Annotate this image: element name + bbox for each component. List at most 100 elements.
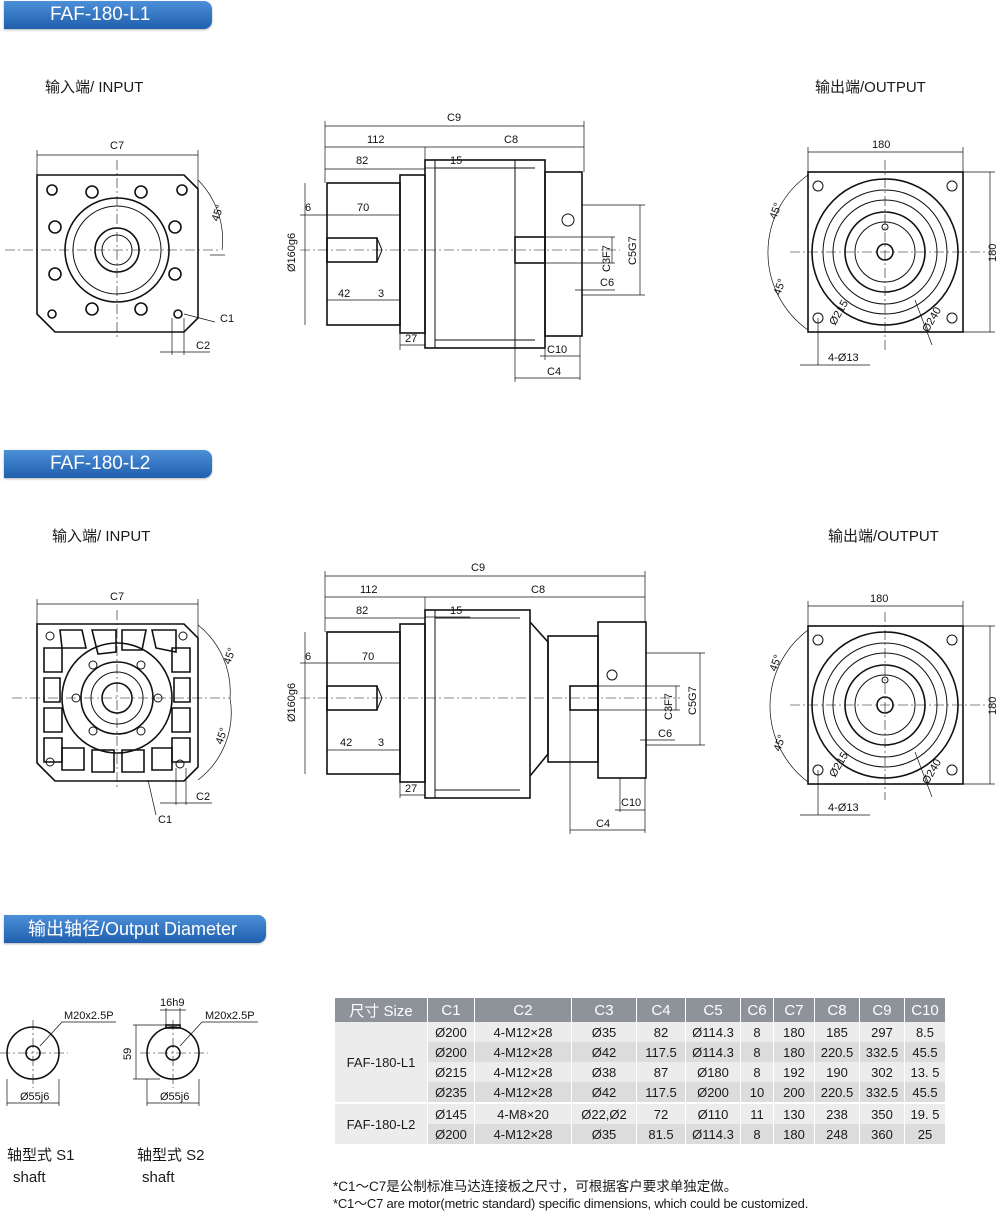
s1-diameter-label: Ø55j6 (20, 1091, 49, 1103)
header-size: 尺寸 Size (335, 998, 428, 1022)
l1-15-label: 15 (450, 155, 462, 167)
s2-diameter-label: Ø55j6 (160, 1091, 189, 1103)
cell: 82 (636, 1022, 686, 1042)
cell: 25 (904, 1124, 946, 1144)
s1-type-label: 轴型式 S1 (7, 1147, 75, 1164)
cell: Ø42 (571, 1042, 637, 1062)
l1-out-dia240: Ø240 (920, 305, 944, 334)
cell: 87 (636, 1062, 686, 1082)
cell: 360 (859, 1124, 905, 1144)
l2-angle-top: 45° (222, 646, 239, 666)
l2-112-label: 112 (360, 584, 378, 596)
cell: 220.5 (814, 1082, 860, 1103)
l2-c8-label: C8 (531, 584, 545, 596)
l1-out-angle-bottom: 45° (772, 277, 789, 297)
l1-out-angle-top: 45° (768, 201, 785, 221)
cell: 332.5 (859, 1042, 905, 1062)
l2-15-label: 15 (450, 605, 462, 617)
cell: 190 (814, 1062, 860, 1082)
l2-out-180-side: 180 (987, 697, 999, 715)
cell: Ø200 (427, 1042, 475, 1062)
table-row: Ø235 4-M12×28 Ø42 117.5 Ø200 10 200 220.… (335, 1082, 946, 1103)
l1-angle-label: 45° (210, 203, 227, 223)
cell: 10 (740, 1082, 774, 1103)
table-row: Ø215 4-M12×28 Ø38 87 Ø180 8 192 190 302 … (335, 1062, 946, 1082)
l1-6-label: 6 (305, 202, 311, 214)
table-row: Ø200 4-M12×28 Ø42 117.5 Ø114.3 8 180 220… (335, 1042, 946, 1062)
s2-key-width-label: 16h9 (160, 997, 184, 1009)
l1-c1-label: C1 (220, 313, 234, 325)
cell: 180 (773, 1022, 815, 1042)
cell: Ø42 (571, 1082, 637, 1103)
cell: 13. 5 (904, 1062, 946, 1082)
cell: Ø35 (571, 1124, 637, 1144)
header-c5: C5 (685, 998, 741, 1022)
s1-shaft-word: shaft (13, 1169, 46, 1186)
cell: 4-M12×28 (474, 1082, 572, 1103)
shaft-s1-drawing: M20x2.5P Ø55j6 (0, 1010, 116, 1106)
l1-c4-label: C4 (547, 366, 561, 378)
s1-thread-label: M20x2.5P (64, 1010, 114, 1022)
s2-shaft-word: shaft (142, 1169, 175, 1186)
table-row: Ø200 4-M12×28 Ø35 81.5 Ø114.3 8 180 248 … (335, 1124, 946, 1144)
cell: 8.5 (904, 1022, 946, 1042)
shaft-s2-drawing: 16h9 M20x2.5P 59 Ø55j6 (122, 997, 258, 1106)
header-c8: C8 (814, 998, 860, 1022)
l1-output-label: 输出端/OUTPUT (815, 79, 926, 96)
footnote-cn: *C1～C7是公制标准马达连接板之尺寸，可根据客户要求单独定做。 (333, 1179, 738, 1194)
l1-side-view: C9 112 C8 82 15 6 70 Ø160g6 42 3 27 C5G7… (286, 112, 645, 382)
cell: Ø200 (685, 1082, 741, 1103)
cell: 350 (859, 1103, 905, 1124)
l2-42-label: 42 (340, 737, 352, 749)
l1-70-label: 70 (357, 202, 369, 214)
l2-c2-label: C2 (196, 791, 210, 803)
l2-3-label: 3 (378, 737, 384, 749)
cell: 4-M8×20 (474, 1103, 572, 1124)
l2-6-label: 6 (305, 651, 311, 663)
l1-27-label: 27 (405, 333, 417, 345)
l2-side-view: C9 112 C8 82 15 6 70 Ø160g6 42 3 27 C5G7… (286, 562, 705, 834)
l2-out-180-top: 180 (870, 593, 888, 605)
cell: 192 (773, 1062, 815, 1082)
cell: 72 (636, 1103, 686, 1124)
cell: Ø22,Ø2 (571, 1103, 637, 1124)
l1-c2-label: C2 (196, 340, 210, 352)
l2-82-label: 82 (356, 605, 368, 617)
cell: 302 (859, 1062, 905, 1082)
header-c6: C6 (740, 998, 774, 1022)
l1-input-view: C7 45° C2 C1 (5, 140, 234, 355)
l2-c7-label: C7 (110, 591, 124, 603)
cell: 8 (740, 1022, 774, 1042)
output-diameter-banner: 输出轴径/Output Diameter (4, 915, 266, 943)
cell: 180 (773, 1042, 815, 1062)
l2-out-angle-bottom: 45° (772, 733, 789, 753)
cell: Ø35 (571, 1022, 637, 1042)
l2-output-view: 180 180 45° 45° Ø215 Ø240 4-Ø13 (768, 593, 999, 816)
l2-section-banner: FAF-180-L2 (4, 450, 212, 478)
cell: Ø180 (685, 1062, 741, 1082)
header-c7: C7 (773, 998, 815, 1022)
model-cell: FAF-180-L1 (335, 1022, 428, 1103)
s2-type-label: 轴型式 S2 (137, 1147, 205, 1164)
header-c3: C3 (571, 998, 637, 1022)
cell: 11 (740, 1103, 774, 1124)
header-c4: C4 (636, 998, 686, 1022)
cell: 117.5 (636, 1042, 686, 1062)
l2-c9-label: C9 (471, 562, 485, 574)
l2-c5-label: C5G7 (687, 686, 699, 715)
l1-42-label: 42 (338, 288, 350, 300)
l1-input-label: 输入端/ INPUT (45, 79, 144, 96)
cell: 130 (773, 1103, 815, 1124)
table-row: FAF-180-L1 Ø200 4-M12×28 Ø35 82 Ø114.3 8… (335, 1022, 946, 1103)
cell: Ø114.3 (685, 1022, 741, 1042)
l1-c8-label: C8 (504, 134, 518, 146)
l2-input-view: C7 45° 45° C2 C1 (12, 591, 239, 826)
l1-c3-label: C3F7 (601, 245, 613, 272)
header-c10: C10 (904, 998, 946, 1022)
cell: 45.5 (904, 1082, 946, 1103)
cell: 4-M12×28 (474, 1042, 572, 1062)
l2-output-label: 输出端/OUTPUT (828, 528, 939, 545)
l1-output-view: 180 180 45° 45° Ø215 Ø240 4-Ø13 (768, 139, 999, 366)
l2-c4-label: C4 (596, 818, 610, 830)
